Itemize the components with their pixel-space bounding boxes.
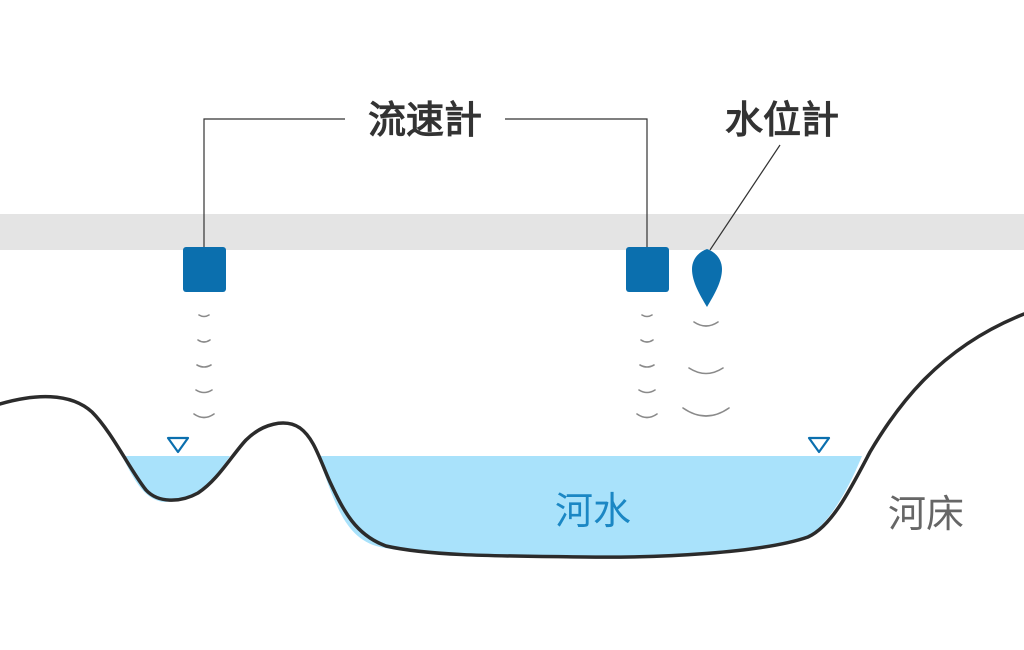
wave-arc <box>193 413 215 419</box>
wave-arc <box>693 321 719 327</box>
current-meter-right-waves <box>636 314 658 419</box>
current-meter-right-sensor <box>626 247 669 292</box>
current-meter-left-waves <box>193 314 215 419</box>
current-meter-leader-right <box>505 118 648 248</box>
wave-arc <box>641 314 653 318</box>
wave-arc <box>638 389 656 394</box>
bridge-band <box>0 214 1024 250</box>
wave-arc <box>639 364 655 368</box>
wave-arc <box>195 389 213 394</box>
wave-arc <box>196 364 212 368</box>
river-water-left <box>122 456 230 502</box>
river-water-main <box>318 456 862 558</box>
current-meter-left-sensor <box>183 247 226 292</box>
wave-arc <box>688 367 724 375</box>
wave-arc <box>198 314 210 318</box>
river-water-label: 河水 <box>555 489 631 533</box>
wave-arc <box>197 339 211 343</box>
wave-arc <box>640 339 654 343</box>
water-level-gauge-label: 水位計 <box>725 98 839 142</box>
riverbed-label: 河床 <box>888 492 964 536</box>
water-level-gauge-sensor <box>692 249 722 307</box>
water-level-gauge-waves <box>682 321 730 417</box>
riverbed-line <box>0 312 1024 559</box>
water-surface-marker-left-icon <box>166 436 190 454</box>
water-surface-marker-right-icon <box>807 436 831 454</box>
wave-arc <box>682 407 730 417</box>
wave-arc <box>636 413 658 419</box>
water-level-gauge-leader <box>709 144 781 251</box>
current-meter-label: 流速計 <box>368 98 482 142</box>
current-meter-leader-left <box>203 118 345 248</box>
